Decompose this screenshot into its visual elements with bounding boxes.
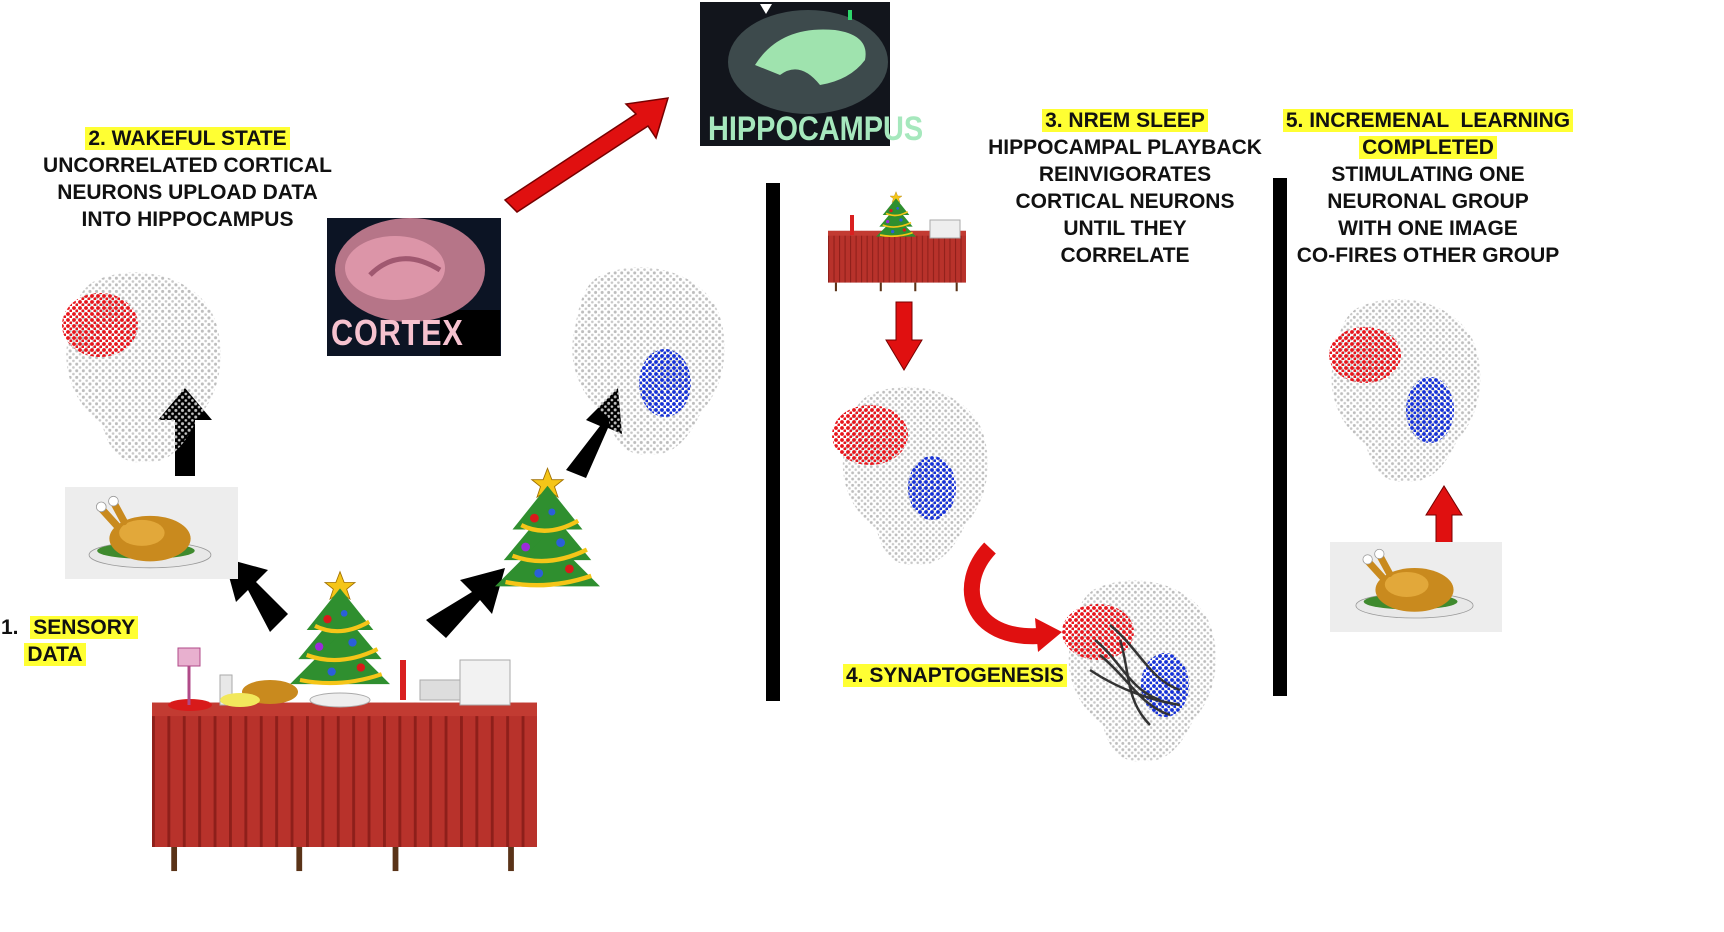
curved-red-arrow: [963, 542, 1041, 645]
neuron-cloud-both-groups: [832, 386, 988, 565]
step5-turkey-image: [1330, 542, 1502, 632]
divider-left: [766, 183, 780, 701]
christmas-tree-image: [495, 468, 600, 586]
step3-heading: 3. NREM SLEEP: [1042, 109, 1208, 132]
turkey-image: [65, 487, 238, 579]
cortex-image: [327, 218, 501, 356]
step5-heading1: 5. INCREMENAL LEARNING: [1282, 109, 1574, 132]
hippocampus-label: HIPPOCAMPUS: [708, 110, 924, 148]
red-arrow-up-step5: [1425, 485, 1463, 551]
step3-line: UNTIL THEY: [1063, 217, 1187, 240]
step3-line: REINVIGORATES: [1038, 163, 1212, 186]
black-arrow-to-turkey: [224, 558, 288, 632]
cortex-label: CORTEX: [331, 312, 464, 353]
step2-heading: 2. WAKEFUL STATE: [85, 127, 290, 150]
black-arrow-to-tree: [426, 568, 505, 638]
step1-label: 1. SENSORY DATA: [1, 614, 139, 668]
step3-line: CORRELATE: [1060, 244, 1190, 267]
neuron-cloud-synaptogenesis: [1062, 580, 1217, 762]
step2-line: UNCORRELATED CORTICAL: [43, 154, 332, 177]
curved-red-arrow-head: [1035, 618, 1062, 652]
step5-line: STIMULATING ONE: [1331, 163, 1525, 186]
neuron-cloud-learned: [1329, 299, 1481, 482]
step4-heading: 4. SYNAPTOGENESIS: [843, 664, 1067, 687]
step2-line: INTO HIPPOCAMPUS: [81, 208, 294, 231]
step3-line: HIPPOCAMPAL PLAYBACK: [988, 136, 1262, 159]
feast-table-illustration: [152, 572, 537, 872]
step2-label: 2. WAKEFUL STATE UNCORRELATED CORTICAL N…: [30, 125, 345, 233]
red-arrow-to-hippocampus: [503, 97, 670, 213]
neuron-cloud-red-group: [62, 272, 221, 463]
red-arrow-down-step3: [885, 301, 923, 371]
neuron-cloud-blue-group: [572, 267, 725, 455]
step3-table-image: [828, 190, 966, 292]
step5-line: CO-FIRES OTHER GROUP: [1296, 244, 1560, 267]
step3-label: 3. NREM SLEEP HIPPOCAMPAL PLAYBACK REINV…: [975, 107, 1275, 269]
step1-line2: DATA: [24, 643, 86, 666]
step5-line: WITH ONE IMAGE: [1338, 217, 1518, 240]
divider-right: [1273, 178, 1287, 696]
step3-line: CORTICAL NEURONS: [1015, 190, 1235, 213]
step5-label: 5. INCREMENAL LEARNING COMPLETED STIMULA…: [1282, 107, 1574, 269]
step5-line: NEURONAL GROUP: [1327, 190, 1529, 213]
step2-line: NEURONS UPLOAD DATA: [57, 181, 318, 204]
hippocampus-image: [700, 2, 890, 146]
step4-label: 4. SYNAPTOGENESIS: [843, 662, 1067, 689]
step5-heading2: COMPLETED: [1359, 136, 1497, 159]
step1-number: 1.: [1, 616, 19, 639]
step1-line1: SENSORY: [30, 616, 139, 639]
